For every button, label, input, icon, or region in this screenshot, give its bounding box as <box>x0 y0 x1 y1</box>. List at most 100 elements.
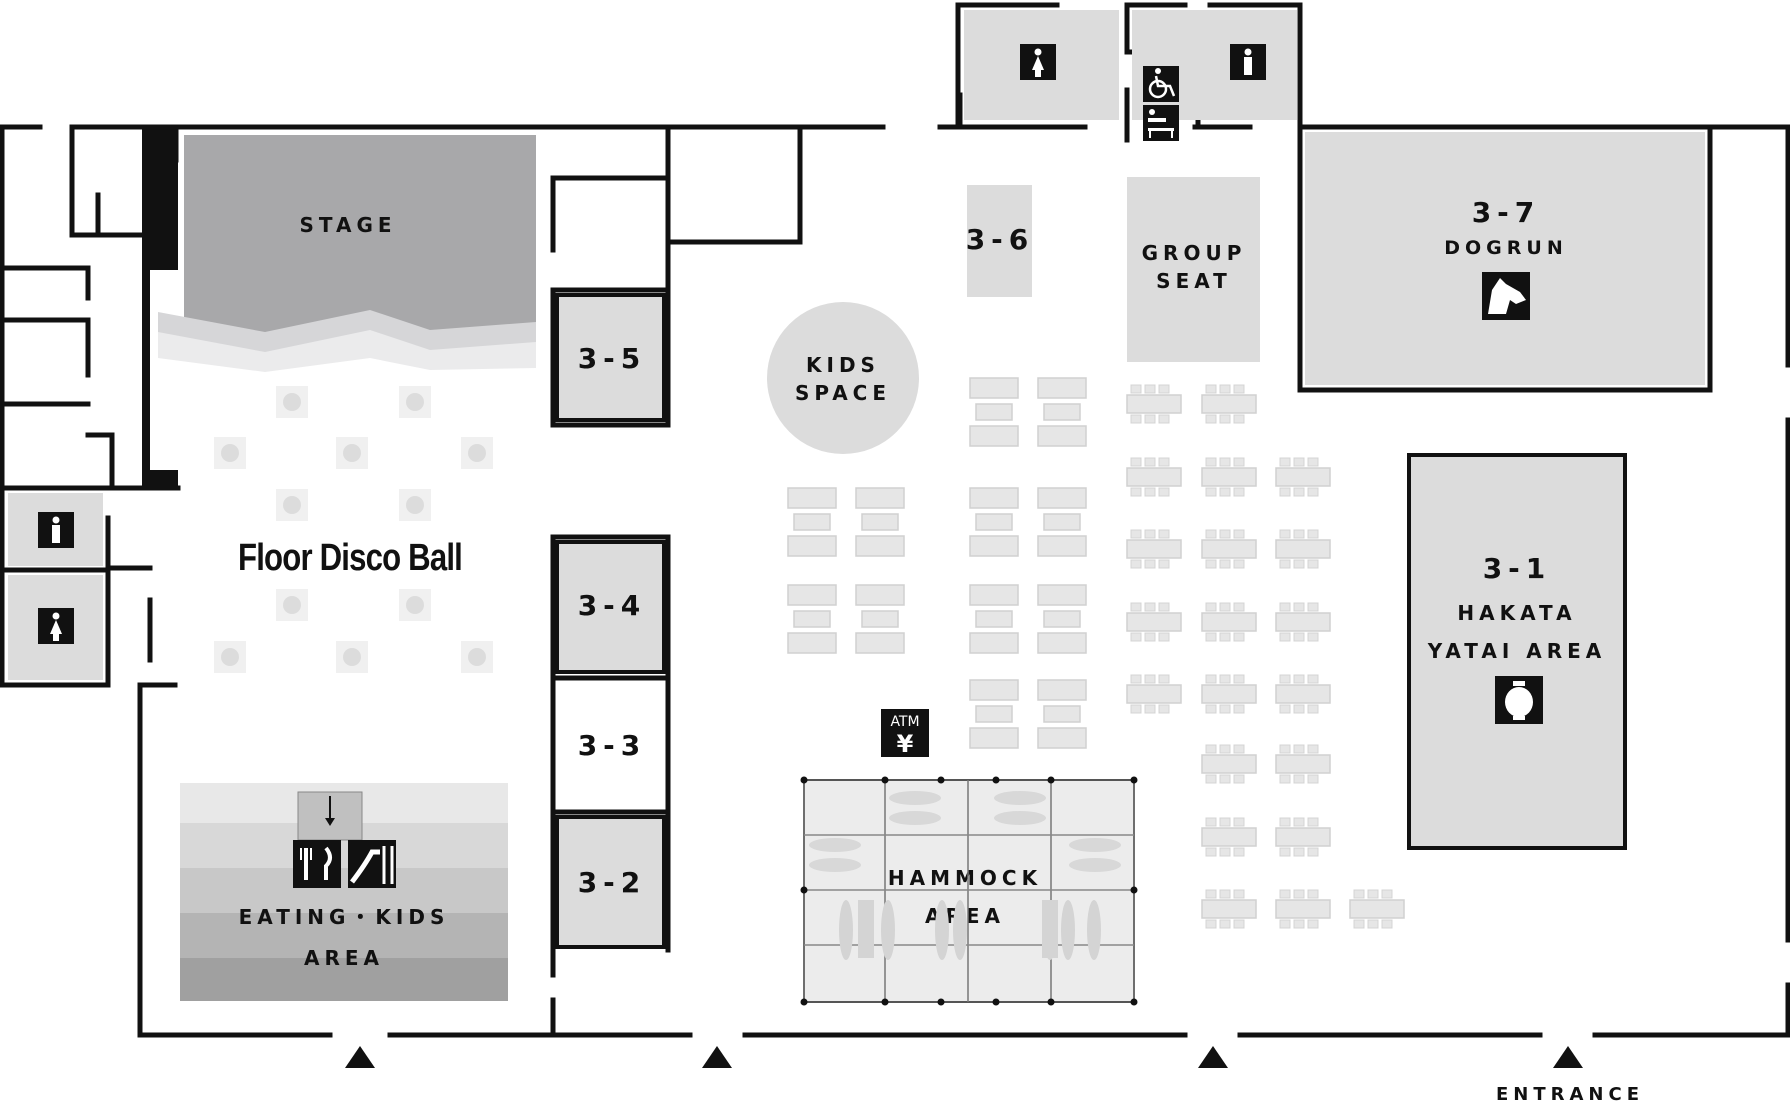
hammock-post <box>800 886 808 894</box>
hammock <box>953 900 967 960</box>
dogrun-label: DOGRUN <box>1444 237 1567 259</box>
cutlery-icon <box>293 840 341 888</box>
hammock <box>809 858 861 872</box>
disco-marker <box>336 641 368 673</box>
booth-3-4-label: 3-4 <box>578 589 647 622</box>
table-with-chairs <box>1275 744 1331 784</box>
hammock <box>994 811 1046 825</box>
atm-icon: ATM ¥ <box>881 709 929 758</box>
table-with-chairs <box>1201 674 1257 714</box>
group-seat-label-2: SEAT <box>1156 269 1232 293</box>
table-with-chairs <box>1126 529 1182 569</box>
hammock <box>809 838 861 852</box>
hammock <box>1069 858 1121 872</box>
bench-table <box>969 487 1019 557</box>
table-with-chairs <box>1275 457 1331 497</box>
entrance-arrow-icon <box>1553 1046 1583 1068</box>
table-with-chairs <box>1275 674 1331 714</box>
hammock <box>889 791 941 805</box>
disco-marker <box>214 641 246 673</box>
dog-icon <box>1482 272 1530 320</box>
restroom-icon-women <box>1020 44 1056 80</box>
hammock-post <box>992 998 1000 1006</box>
booth-3-3-label: 3-3 <box>578 729 647 762</box>
bench-table <box>969 584 1019 654</box>
bench-table <box>1037 377 1087 447</box>
lantern-icon <box>1495 676 1543 724</box>
table-with-chairs <box>1201 744 1257 784</box>
hakata-yatai-area: 3-1 HAKATA YATAI AREA <box>1407 453 1627 850</box>
table-with-chairs <box>1275 817 1331 857</box>
eating-kids-area: EATING・KIDS AREA <box>180 783 508 1001</box>
table-with-chairs <box>1349 889 1405 929</box>
bench-table <box>787 487 837 557</box>
hammock <box>1069 838 1121 852</box>
hammock-area: HAMMOCK AREA <box>800 776 1138 1006</box>
table-with-chairs <box>1275 529 1331 569</box>
eating-kids-label-2: AREA <box>304 946 384 970</box>
disco-marker <box>276 489 308 521</box>
booth-3-2-label: 3-2 <box>578 866 647 899</box>
kids-space-label-2: SPACE <box>795 381 891 405</box>
hakata-label-1: HAKATA <box>1457 601 1576 625</box>
restrooms-top <box>964 10 1297 141</box>
baby-changing-icon <box>1143 105 1179 141</box>
dogrun-area: 3-7 DOGRUN <box>1305 132 1705 385</box>
disco-marker <box>399 386 431 418</box>
stage: STAGE <box>158 135 536 372</box>
hammock-post <box>1047 776 1055 784</box>
kids-space: KIDS SPACE <box>767 302 919 454</box>
hammock-post <box>1130 998 1138 1006</box>
bench-table <box>855 487 905 557</box>
slide-icon <box>348 840 396 888</box>
hammock-post <box>1130 776 1138 784</box>
booth-3-6-label: 3-6 <box>966 223 1035 256</box>
table-with-chairs <box>1201 602 1257 642</box>
hammock <box>839 900 853 960</box>
disco-marker <box>399 589 431 621</box>
bench-table <box>1037 487 1087 557</box>
disco-marker <box>276 589 308 621</box>
disco-marker <box>461 641 493 673</box>
disco-marker <box>214 437 246 469</box>
atm-symbol: ¥ <box>897 730 914 758</box>
table-with-chairs <box>1275 889 1331 929</box>
entrance-arrow-icon <box>702 1046 732 1068</box>
hammock-bench <box>1042 900 1058 958</box>
table-with-chairs <box>1201 889 1257 929</box>
table-with-chairs <box>1126 457 1182 497</box>
wheelchair-icon <box>1143 66 1179 102</box>
disco-marker <box>399 489 431 521</box>
hammock-post <box>1047 998 1055 1006</box>
bench-table <box>969 377 1019 447</box>
entrance-arrow-icon <box>1198 1046 1228 1068</box>
entrance-label: ENTRANCE <box>1496 1084 1644 1102</box>
hammock-bench <box>858 900 874 958</box>
booth-3-5-label: 3-5 <box>578 342 647 375</box>
disco-ball-label: Floor Disco Ball <box>238 537 462 579</box>
walls <box>0 2 1790 1038</box>
hammock-post <box>937 998 945 1006</box>
bench-table <box>787 584 837 654</box>
seating-tables <box>787 377 1405 929</box>
hammock <box>935 900 949 960</box>
bench-table <box>1037 584 1087 654</box>
hammock <box>1061 900 1075 960</box>
table-with-chairs <box>1126 674 1182 714</box>
hammock-post <box>800 776 808 784</box>
atm-label: ATM <box>890 714 919 730</box>
stage-label: STAGE <box>299 213 396 237</box>
entrance-arrow-icon <box>345 1046 375 1068</box>
dogrun-number: 3-7 <box>1472 196 1541 229</box>
table-with-chairs <box>1201 457 1257 497</box>
group-seat: GROUP SEAT <box>1127 177 1260 362</box>
bench-table <box>855 584 905 654</box>
table-with-chairs <box>1126 384 1182 424</box>
disco-marker <box>336 437 368 469</box>
table-with-chairs <box>1275 602 1331 642</box>
restrooms-left <box>8 493 103 680</box>
restroom-icon-men <box>1230 44 1266 80</box>
dance-floor-markers <box>214 386 493 673</box>
kids-space-label-1: KIDS <box>806 353 880 377</box>
